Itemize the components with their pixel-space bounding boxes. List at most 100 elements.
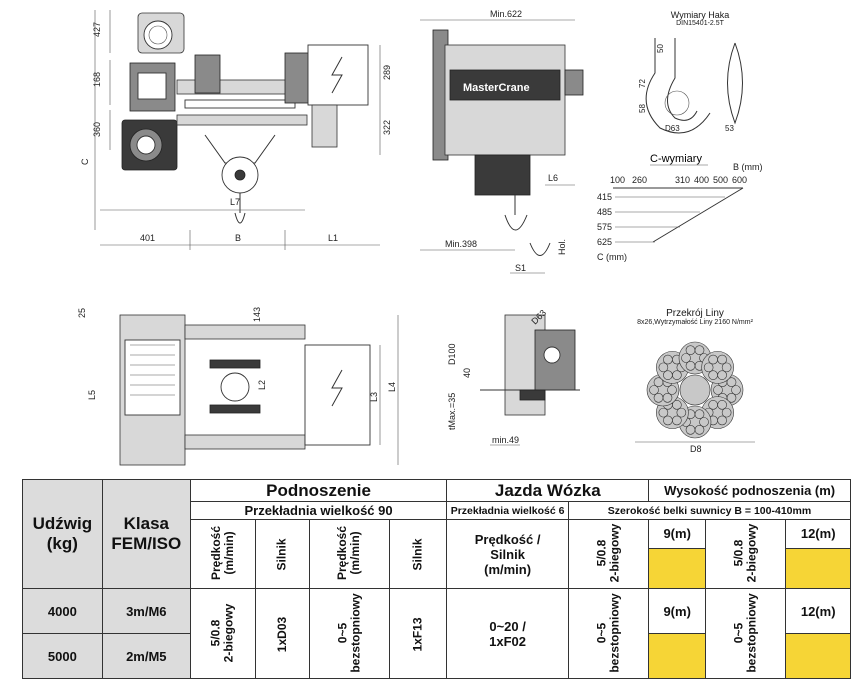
travel-speed-header: Prędkość / Silnik (m/min) — [446, 519, 569, 589]
rope-title: Przekrój Liny 8x26,Wytrzymałość Liny 216… — [605, 308, 785, 326]
side-view-drawing: Min.622 MasterCrane L6 Min.398 S1 Hol. — [420, 9, 584, 274]
b-val-0: 100 — [610, 175, 625, 185]
rope-wire — [662, 392, 673, 403]
hook-dim-a: 50 — [656, 44, 665, 53]
h12m-label-b: 12(m) — [785, 588, 851, 634]
rope-wire — [721, 407, 732, 418]
rope-wire — [708, 354, 718, 365]
rope-wire — [721, 362, 732, 373]
twospeed-header-a: 5/0.8 2-biegowy — [567, 519, 650, 589]
rope-core — [679, 374, 711, 406]
top-control-box — [304, 344, 371, 446]
rope-wire — [663, 415, 673, 426]
c-val-0: 415 — [597, 192, 612, 202]
speed1-header: Prędkość (m/min) — [189, 519, 256, 589]
rope-title-text: Przekrój Liny — [666, 308, 724, 319]
h12m-highlight-a — [786, 549, 850, 588]
hook-drawing: 50 72 58 D63 53 — [638, 38, 743, 134]
rope-wire — [649, 385, 659, 395]
dim-tmax: tMax.=35 — [447, 393, 457, 430]
hook-dim-e: 53 — [725, 124, 734, 133]
hook-dim-b: 72 — [638, 79, 647, 88]
spec-table: Udźwig (kg) Klasa FEM/ISO Podnoszenie Ja… — [22, 479, 851, 679]
row0-class: 3m/M6 — [101, 588, 191, 634]
rope-strands — [646, 341, 744, 439]
beam-header: Szerokość belki suwnicy B = 100-410mm — [567, 501, 851, 520]
dim-401: 401 — [140, 233, 155, 243]
lift-height-header: Wysokość podnoszenia (m) — [648, 479, 851, 502]
bstep-b: 0~5 bezstopniowy — [705, 588, 787, 679]
rope-wire — [726, 377, 737, 388]
dim-L1: L1 — [328, 233, 338, 243]
lightning-icon — [331, 56, 343, 94]
capacity-header: Udźwig (kg) — [22, 479, 103, 589]
h12m-header-cell: 12(m) — [785, 519, 851, 589]
dim-L3: L3 — [369, 392, 379, 402]
upper-fan — [143, 20, 173, 50]
hook-title: Wymiary Haka DIN15401-2.5T — [640, 10, 760, 27]
dim-L6: L6 — [548, 173, 558, 183]
dim-min398: Min.398 — [445, 239, 477, 249]
hook-icon — [234, 212, 246, 224]
dim-40: 40 — [462, 368, 472, 378]
b-val-1: 260 — [632, 175, 647, 185]
rope-wire — [653, 392, 664, 403]
b-val-5: 600 — [732, 175, 747, 185]
dim-L7: L7 — [230, 197, 240, 207]
hook-dim-d: D63 — [665, 124, 680, 133]
row1-capacity: 5000 — [22, 633, 103, 679]
c-val-2: 575 — [597, 222, 612, 232]
c-dims-b-label: B (mm) — [733, 162, 763, 172]
rope-wire — [731, 385, 741, 395]
rope-wire — [717, 400, 727, 410]
dim-C: C — [80, 158, 90, 165]
hook-dim-c: 58 — [638, 104, 647, 113]
dim-S1: S1 — [515, 263, 526, 273]
rope-wire — [713, 385, 723, 395]
dim-L2: L2 — [257, 380, 267, 390]
rope-wire — [663, 354, 673, 365]
motor-val: 1xD03 — [254, 588, 310, 679]
rope-wire — [658, 407, 669, 418]
hook-title-text: Wymiary Haka — [670, 10, 730, 20]
b-val-4: 500 — [713, 175, 728, 185]
rope-wire — [672, 400, 682, 410]
c-val-3: 625 — [597, 237, 612, 247]
top-drum — [220, 372, 250, 402]
b-val-3: 400 — [694, 175, 709, 185]
motor1-header: Silnik — [254, 519, 310, 589]
dim-min49: min.49 — [492, 435, 519, 445]
dim-L4: L4 — [387, 382, 397, 392]
motor2-val: 1xF13 — [389, 588, 448, 679]
c-dims-c-label: C (mm) — [597, 252, 627, 262]
dim-min622: Min.622 — [490, 9, 522, 19]
dim-B: B — [235, 233, 241, 243]
rope-wire — [685, 345, 696, 356]
speed2-val: 0~5 bezstopniowy — [308, 588, 391, 679]
dim-L5: L5 — [87, 390, 97, 400]
top-lightning-icon — [331, 369, 343, 407]
rope-drawing: D8 — [635, 341, 755, 454]
gear6-header: Przekładnia wielkość 6 — [446, 501, 569, 520]
rope-wire — [658, 362, 669, 373]
rope-wire — [717, 415, 727, 426]
h9m-highlight-a — [649, 549, 706, 588]
dim-D8: D8 — [690, 444, 702, 454]
dim-427: 427 — [92, 22, 102, 37]
speed-val: 5/0.8 2-biegowy — [189, 588, 256, 679]
dim-168: 168 — [92, 72, 102, 87]
dim-289: 289 — [382, 65, 392, 80]
front-view-drawing: 427 168 360 C 289 322 L7 401 B L1 — [80, 10, 392, 250]
top-view-drawing: 25 143 L5 L2 L3 L4 — [77, 307, 399, 466]
rope-wire — [685, 360, 696, 371]
rope-wire — [694, 345, 705, 356]
rope-wire — [667, 385, 677, 395]
row0-capacity: 4000 — [22, 588, 103, 634]
bstep-a: 0~5 bezstopniowy — [567, 588, 650, 679]
side-hook-icon — [504, 214, 528, 231]
hook-standard: DIN15401-2.5T — [676, 20, 724, 27]
rope-wire — [699, 417, 709, 427]
c-val-1: 485 — [597, 207, 612, 217]
dim-143: 143 — [252, 307, 262, 322]
h9m-header-cell: 9(m) — [648, 519, 707, 589]
